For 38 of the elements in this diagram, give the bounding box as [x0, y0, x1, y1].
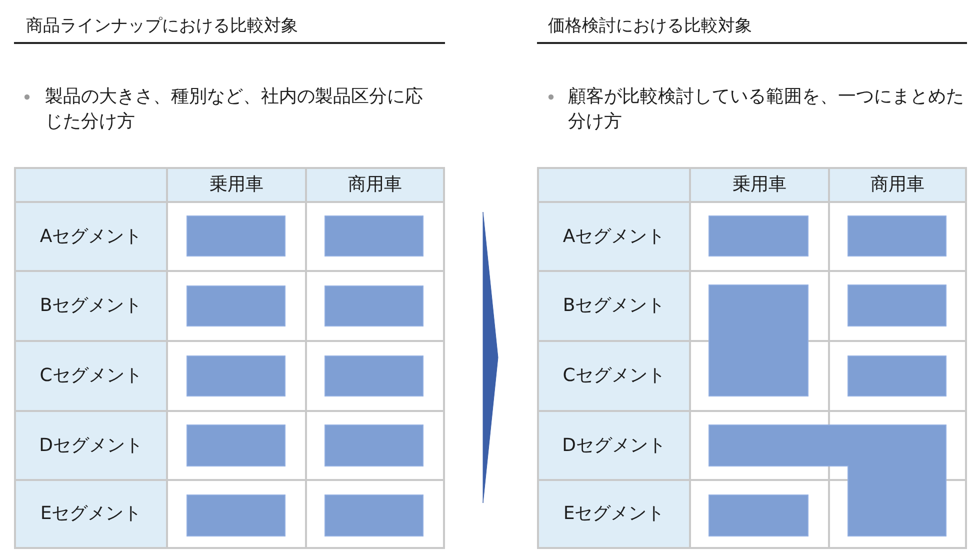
column-header: 商用車 — [307, 169, 443, 201]
highlight-block — [324, 356, 424, 396]
row-header: Bセグメント — [16, 272, 166, 340]
comparison-table — [537, 167, 967, 549]
highlight-block — [848, 216, 946, 256]
highlight-block — [186, 494, 286, 536]
bullet-text: 製品の大きさ、種別など、社内の製品区分に応じた分け方 — [45, 85, 424, 134]
bullet-text: 顧客が比較検討している範囲を、一つにまとめた分け方 — [568, 85, 965, 134]
row-header: Bセグメント — [539, 272, 689, 340]
column-header: 商用車 — [830, 169, 965, 201]
highlight-block — [848, 356, 946, 396]
merged-block — [708, 284, 808, 396]
chevron-arrow — [482, 212, 498, 504]
highlight-block — [324, 494, 424, 536]
row-header: Aセグメント — [16, 203, 166, 270]
highlight-block — [848, 284, 946, 326]
row-header: Eセグメント — [16, 481, 166, 547]
highlight-block — [324, 216, 424, 256]
highlight-block — [324, 424, 424, 466]
highlight-block — [186, 286, 286, 326]
highlight-block — [708, 494, 808, 536]
row-header: Aセグメント — [539, 203, 689, 270]
row-header: Dセグメント — [16, 412, 166, 479]
section-heading: 商品ラインナップにおける比較対象 — [26, 15, 298, 38]
row-header: Cセグメント — [16, 342, 166, 410]
row-header: Cセグメント — [539, 342, 689, 410]
row-header: Dセグメント — [539, 412, 689, 479]
comparison-table — [14, 167, 445, 549]
highlight-block — [186, 216, 286, 256]
section-heading: 価格検討における比較対象 — [548, 15, 752, 38]
row-header: Eセグメント — [539, 481, 689, 547]
column-header: 乗用車 — [691, 169, 828, 201]
column-header: 乗用車 — [168, 169, 305, 201]
l-shaped-block — [708, 424, 946, 536]
highlight-block — [186, 424, 286, 466]
highlight-block — [708, 216, 808, 256]
highlight-block — [324, 286, 424, 326]
highlight-block — [186, 356, 286, 396]
